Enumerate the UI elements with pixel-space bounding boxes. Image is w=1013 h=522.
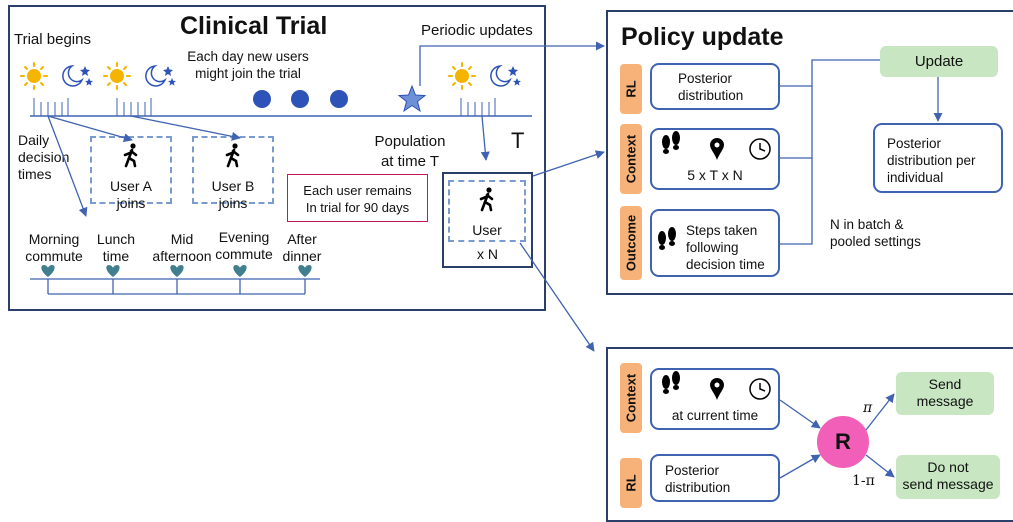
outcome-tag: Outcome [620,206,642,280]
posterior-distribution-box [650,63,780,110]
rl-tag: RL [620,64,642,114]
decision-posterior-box [650,454,780,502]
population-count-label: x N [477,246,498,262]
context-tag: Context [620,124,642,194]
decision-context-tag: Context [620,363,642,433]
r-label: R [835,429,851,454]
clinical-trial-title: Clinical Trial [180,12,328,40]
population-box [442,172,533,268]
context-formula-label: 5 x T x N [687,167,743,183]
decision-rl-tag: RL [620,458,642,508]
current-time-label: at current time [671,408,759,423]
policy-update-title: Policy update [621,23,784,51]
batch-settings-label: N in batch &pooled settings [830,217,921,249]
individual-posterior-box [873,123,1003,193]
population-user-box [448,180,526,242]
update-box: Update [880,46,998,77]
pi-label: π [863,400,873,416]
population-user-label: User [472,222,502,238]
periodic-updates-label: Periodic updates [421,22,533,39]
trial-begins-label: Trial begins [14,31,91,48]
time-t-label: T [511,128,525,153]
one-minus-pi-label: 1-π [852,473,875,489]
trial-duration-box [287,174,428,222]
